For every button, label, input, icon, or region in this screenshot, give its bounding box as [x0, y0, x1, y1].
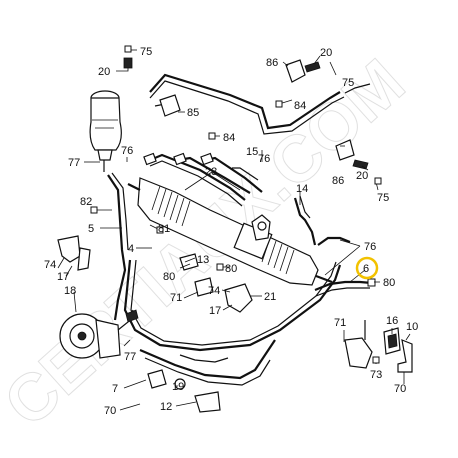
callout-23: 23: [205, 166, 217, 178]
callout-18: 18: [64, 285, 76, 297]
callout-84: 84: [223, 132, 235, 144]
callout-81: 81: [158, 223, 170, 235]
high-pressure-pipes: [107, 73, 373, 386]
callout-84: 84: [294, 100, 306, 112]
callout-6: 6: [363, 263, 369, 275]
steering-rack: [127, 177, 333, 286]
callout-15: 15: [246, 146, 258, 158]
callout-7: 7: [112, 383, 118, 395]
rack-bellows: [151, 185, 295, 275]
callout-75: 75: [377, 192, 389, 204]
feed-tubes: [143, 152, 263, 207]
callout-12: 12: [160, 401, 172, 413]
leader-lines: [57, 45, 411, 411]
callout-86: 86: [332, 175, 344, 187]
callout-71: 71: [170, 292, 182, 304]
steering-pump: [59, 309, 139, 359]
callout-14: 14: [296, 183, 308, 195]
callout-76: 76: [364, 241, 376, 253]
callout-75: 75: [342, 77, 354, 89]
callout-13: 13: [197, 254, 209, 266]
callout-17: 17: [57, 271, 69, 283]
callout-70: 70: [104, 405, 116, 417]
callout-80: 80: [383, 277, 395, 289]
callout-17: 17: [209, 305, 221, 317]
callout-80: 80: [163, 271, 175, 283]
callout-19: 19: [172, 381, 184, 393]
callout-21: 21: [264, 291, 276, 303]
callout-82: 82: [80, 196, 92, 208]
callout-75: 75: [140, 46, 152, 58]
callout-76: 76: [121, 145, 133, 157]
callout-20: 20: [98, 66, 110, 78]
callout-20: 20: [356, 170, 368, 182]
callout-77: 77: [124, 351, 136, 363]
callout-10: 10: [406, 321, 418, 333]
callout-71: 71: [334, 317, 346, 329]
callout-74: 74: [208, 285, 220, 297]
highlight-callout-6: [355, 256, 379, 280]
callout-4: 4: [128, 243, 134, 255]
fluid-reservoir: [89, 90, 122, 172]
callout-73: 73: [370, 369, 382, 381]
callout-16: 16: [386, 315, 398, 327]
callout-86: 86: [266, 57, 278, 69]
callout-70: 70: [394, 383, 406, 395]
callout-77: 77: [68, 157, 80, 169]
callout-20: 20: [320, 47, 332, 59]
callout-80: 80: [225, 263, 237, 275]
callout-labels: 75 20 86 20 75 85 84 84 15 76 77 76 23 1…: [44, 46, 418, 417]
callout-74: 74: [44, 259, 56, 271]
callout-5: 5: [88, 223, 94, 235]
callout-85: 85: [187, 107, 199, 119]
callout-76: 76: [258, 153, 270, 165]
